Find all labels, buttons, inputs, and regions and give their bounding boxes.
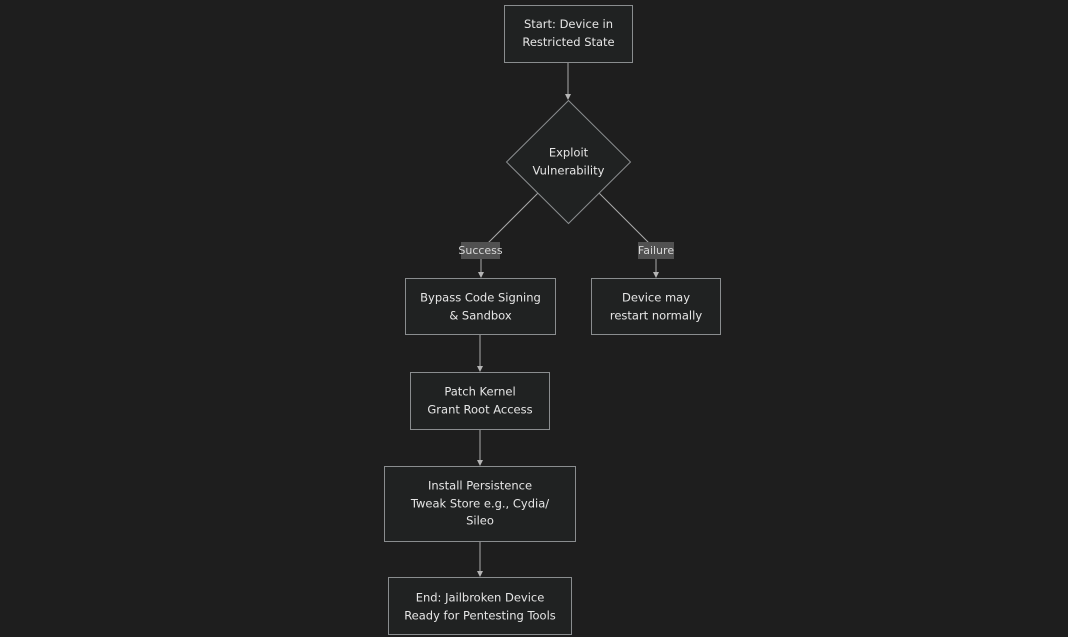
edge-exploit-to-failure [598,192,657,273]
node-bypass-line-2: & Sandbox [449,309,512,323]
node-bypass-line-1: Bypass Code Signing [420,291,541,305]
node-failure-box [591,278,721,335]
node-start-box [504,5,633,63]
node-install: Install Persistence Tweak Store e.g., Cy… [384,466,576,542]
node-patch: Patch Kernel Grant Root Access [410,372,550,430]
node-failure-line-1: Device may [622,291,690,305]
node-end-box [388,577,572,635]
node-exploit-line-1: Exploit [549,146,589,160]
node-start-line-2: Restricted State [522,35,614,49]
edge-label-failure-text: Failure [638,244,674,257]
edge-label-success-bg [461,242,500,259]
node-failure: Device may restart normally [591,278,721,335]
arrowhead-exploit-to-bypass [478,272,484,278]
edge-label-success-text: Success [458,244,503,257]
node-install-line-2: Tweak Store e.g., Cydia/ [410,497,549,511]
node-patch-box [410,372,550,430]
edge-exploit-to-bypass [480,192,539,273]
node-exploit-line-2: Vulnerability [533,164,605,178]
node-start-line-1: Start: Device in [524,17,613,31]
edge-label-failure-bg [638,242,674,259]
node-end: End: Jailbroken Device Ready for Pentest… [388,577,572,635]
node-bypass-box [405,278,556,335]
arrowhead-start-to-exploit [565,94,571,100]
node-exploit-decision: Exploit Vulnerability [505,99,632,225]
node-install-line-1: Install Persistence [428,479,532,493]
node-install-line-3: Sileo [466,514,494,528]
arrowhead-exploit-to-failure [653,272,659,278]
node-patch-line-1: Patch Kernel [444,385,515,399]
arrowhead-install-to-end [477,571,483,577]
node-exploit-diamond [505,99,632,225]
node-install-box [384,466,576,542]
node-end-line-2: Ready for Pentesting Tools [404,609,556,623]
node-patch-line-2: Grant Root Access [427,403,532,417]
node-start: Start: Device in Restricted State [504,5,633,63]
edge-label-failure: Failure [638,242,674,259]
arrowhead-bypass-to-patch [477,366,483,372]
node-end-line-1: End: Jailbroken Device [416,591,545,605]
arrowhead-patch-to-install [477,460,483,466]
edge-label-success: Success [458,242,503,259]
node-failure-line-2: restart normally [610,309,702,323]
node-bypass: Bypass Code Signing & Sandbox [405,278,556,335]
